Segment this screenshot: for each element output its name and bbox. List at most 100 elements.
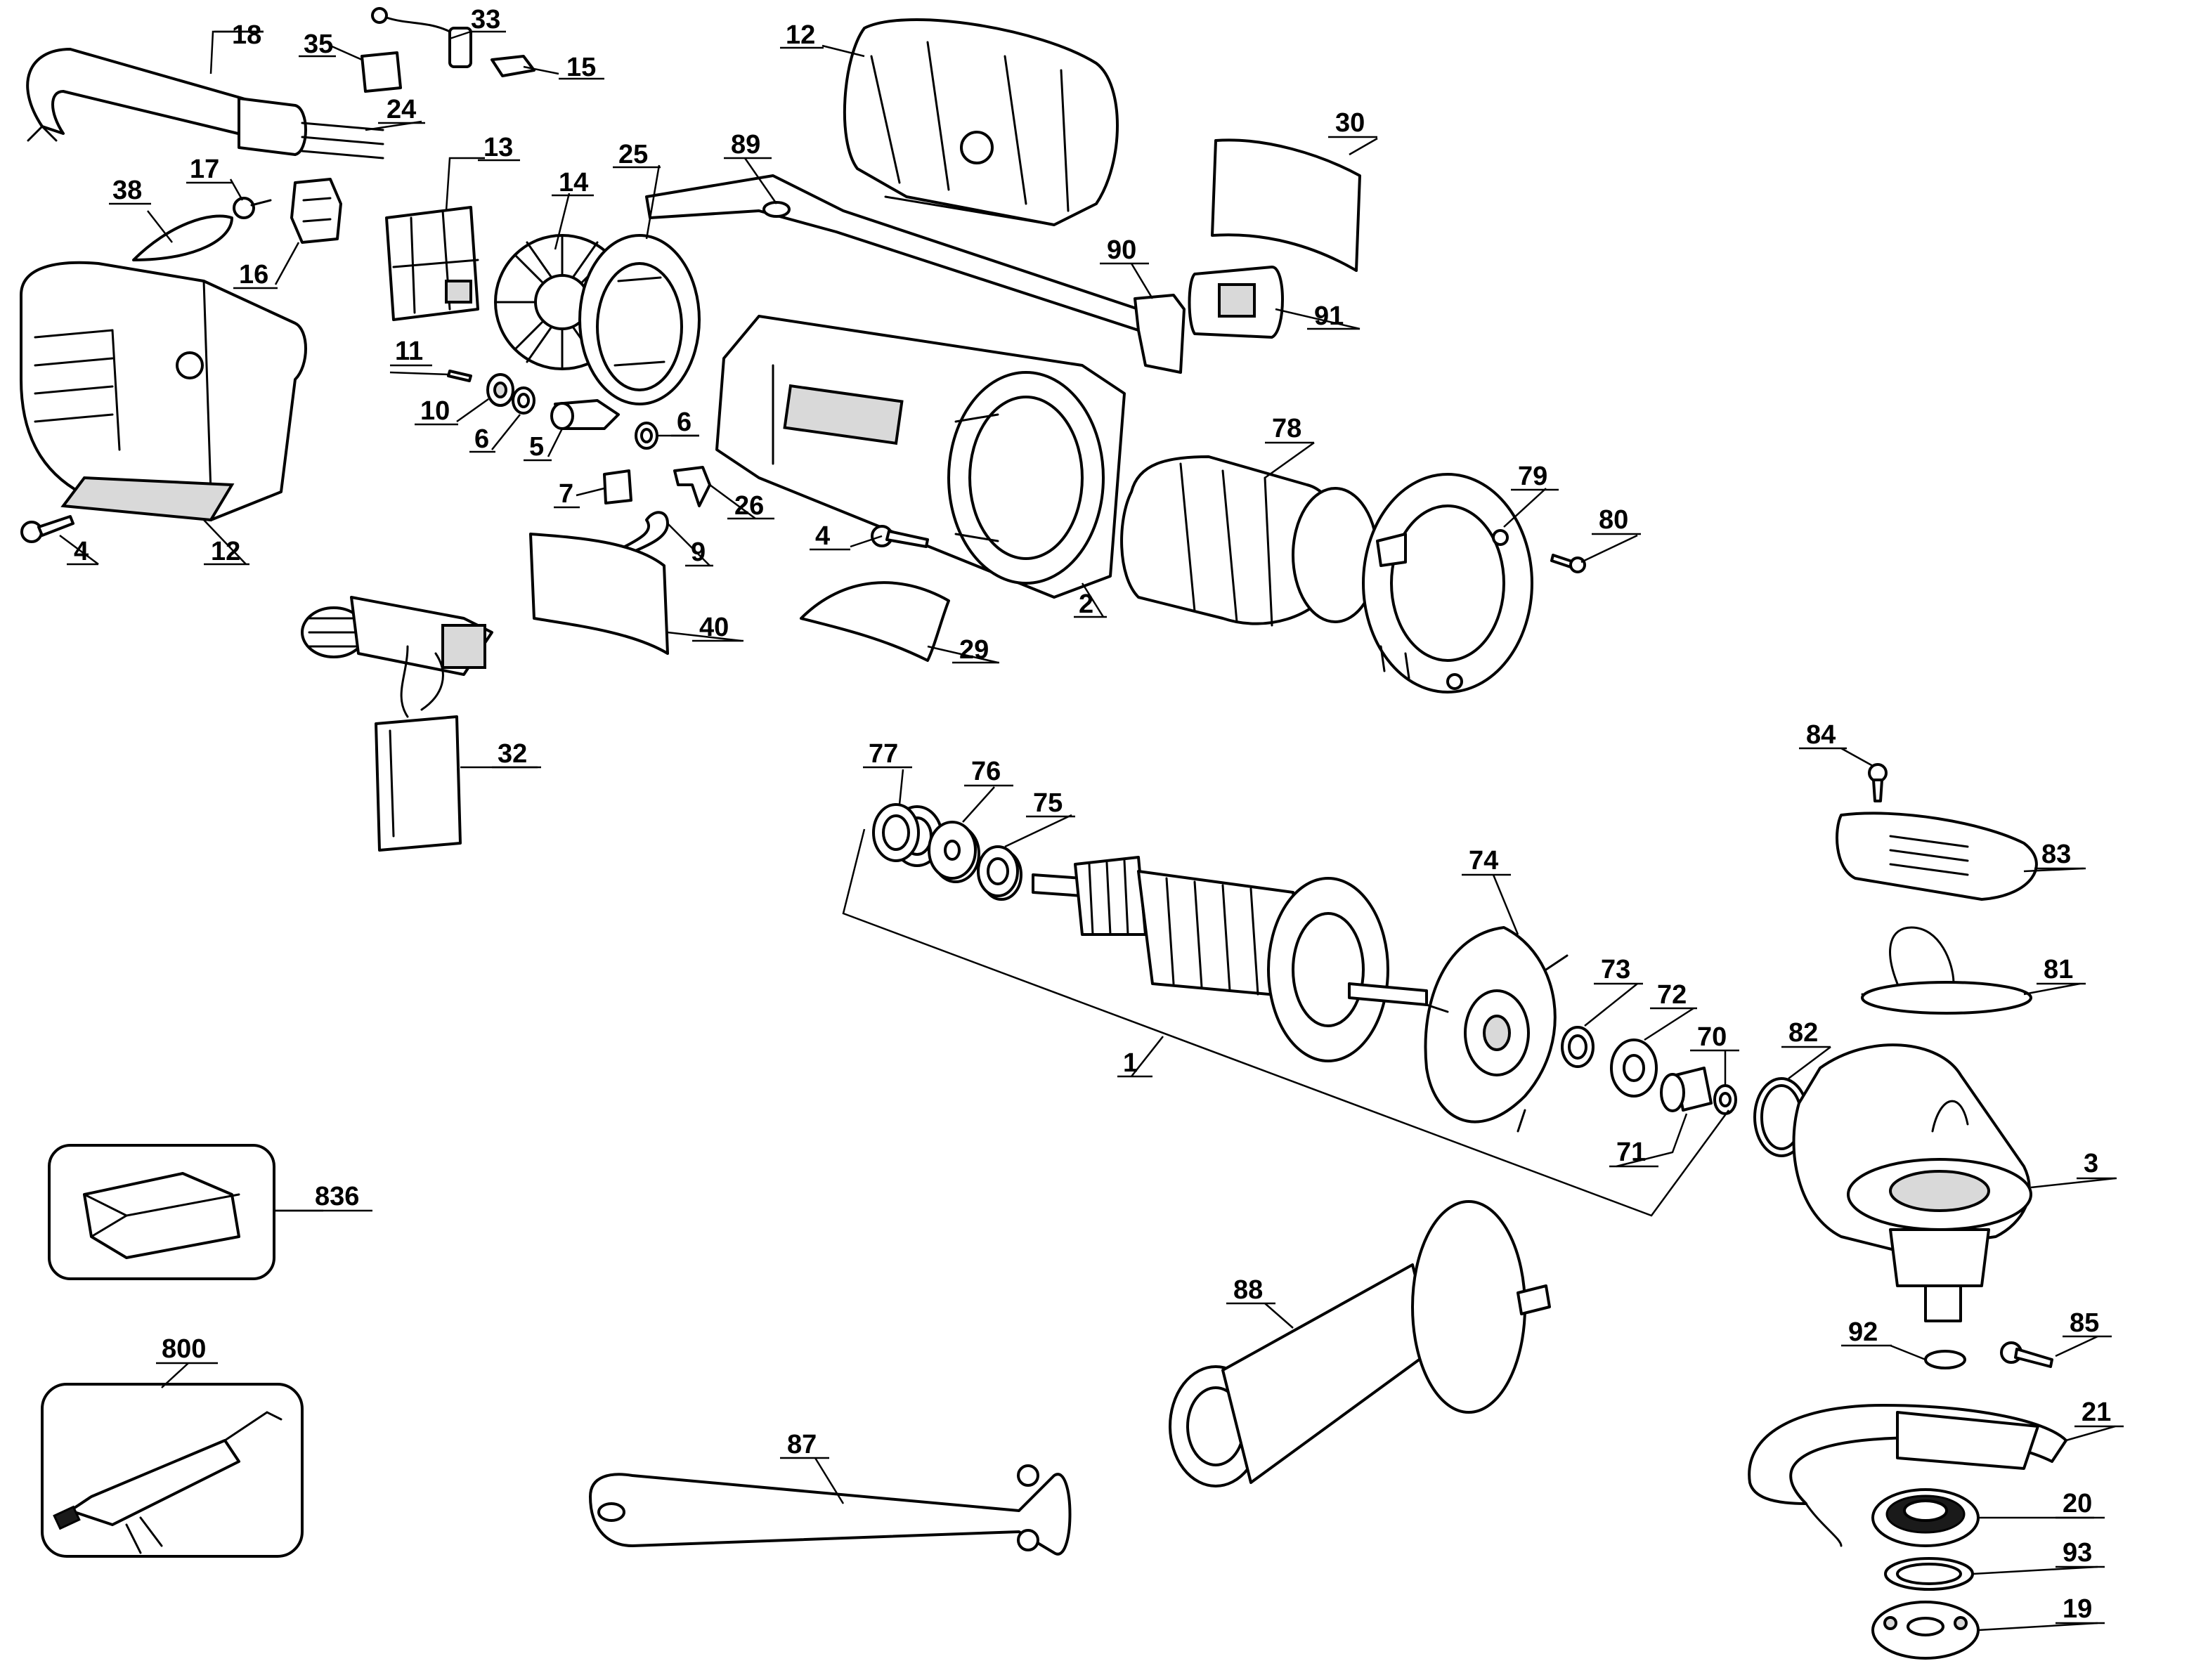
svg-text:30: 30 — [1335, 108, 1365, 138]
part-15-clamp — [491, 55, 535, 77]
svg-text:16: 16 — [239, 260, 268, 289]
label-29: 29 — [952, 635, 999, 665]
label-4b: 4 — [810, 521, 850, 551]
part-79-bearing-plate — [1362, 473, 1533, 694]
part-72-bearing — [1610, 1038, 1658, 1098]
svg-text:71: 71 — [1616, 1138, 1646, 1167]
part-1-armature — [891, 805, 1428, 1062]
label-800: 800 — [156, 1334, 218, 1365]
part-3-gear-case — [1792, 1043, 2032, 1322]
label-90: 90 — [1100, 235, 1149, 265]
part-73-washer — [1561, 1026, 1595, 1068]
svg-text:13: 13 — [483, 133, 513, 162]
label-87: 87 — [780, 1430, 829, 1459]
svg-text:91: 91 — [1314, 301, 1344, 331]
label-30: 30 — [1328, 108, 1377, 138]
svg-text:15: 15 — [566, 53, 596, 82]
label-92: 92 — [1841, 1317, 1892, 1347]
label-73: 73 — [1594, 955, 1643, 985]
part-18-power-cord — [26, 48, 384, 159]
part-7-block — [603, 469, 632, 504]
label-6a: 6 — [469, 424, 495, 454]
svg-text:82: 82 — [1788, 1018, 1818, 1048]
part-11-screw — [447, 370, 472, 382]
label-6b: 6 — [671, 408, 699, 437]
part-74-baffle — [1424, 926, 1569, 1133]
part-40-label — [529, 533, 669, 655]
svg-text:77: 77 — [869, 739, 898, 769]
label-81: 81 — [2037, 955, 2086, 985]
part-17-screw — [233, 197, 272, 219]
svg-text:29: 29 — [959, 635, 989, 665]
svg-text:12: 12 — [786, 20, 815, 50]
svg-text:72: 72 — [1657, 980, 1687, 1010]
label-79: 79 — [1511, 462, 1559, 491]
svg-text:32: 32 — [498, 739, 527, 769]
label-17: 17 — [186, 155, 232, 184]
part-26-clip — [673, 466, 711, 507]
label-25: 25 — [613, 140, 661, 169]
part-2-motor-housing — [715, 315, 1126, 599]
label-4a: 4 — [67, 537, 98, 566]
part-75-washer — [977, 845, 1019, 897]
label-18: 18 — [214, 20, 264, 50]
svg-text:26: 26 — [734, 491, 764, 521]
label-19: 19 — [2056, 1594, 2105, 1624]
part-6-bearing-right — [635, 422, 658, 450]
label-5: 5 — [524, 432, 552, 462]
part-93-ring — [1884, 1557, 1974, 1591]
svg-text:6: 6 — [474, 424, 489, 454]
svg-text:40: 40 — [699, 613, 729, 642]
label-93: 93 — [2056, 1538, 2105, 1568]
svg-text:4: 4 — [815, 521, 830, 551]
svg-text:12: 12 — [211, 537, 240, 566]
part-71-bearing — [1660, 1067, 1713, 1112]
svg-text:79: 79 — [1518, 462, 1547, 491]
part-30-label — [1211, 138, 1361, 272]
svg-text:6: 6 — [677, 408, 691, 437]
svg-text:85: 85 — [2070, 1308, 2099, 1338]
svg-text:70: 70 — [1697, 1022, 1727, 1052]
part-91-plate — [1188, 266, 1284, 339]
svg-text:76: 76 — [971, 757, 1001, 786]
svg-text:35: 35 — [304, 30, 333, 59]
part-92-ring — [1924, 1350, 1966, 1369]
svg-text:73: 73 — [1601, 955, 1630, 984]
svg-text:38: 38 — [112, 176, 142, 205]
label-12b: 12 — [780, 20, 824, 50]
part-77-bearing — [872, 803, 920, 862]
label-82: 82 — [1781, 1018, 1831, 1048]
svg-text:25: 25 — [618, 140, 648, 169]
label-84: 84 — [1799, 720, 1847, 750]
inset-800-grease-gun — [41, 1383, 304, 1558]
label-14: 14 — [552, 168, 594, 197]
label-72: 72 — [1650, 980, 1697, 1010]
svg-text:33: 33 — [471, 5, 500, 34]
svg-text:17: 17 — [190, 155, 219, 184]
part-12-field-housing — [843, 18, 1119, 226]
svg-text:90: 90 — [1107, 235, 1136, 265]
svg-text:19: 19 — [2063, 1594, 2092, 1624]
part-20-flange — [1871, 1488, 1980, 1547]
label-12a: 12 — [204, 537, 249, 566]
part-88-side-handle — [1169, 1200, 1551, 1487]
part-4-screw-middle — [871, 525, 929, 548]
part-12-rear-housing — [20, 261, 307, 522]
part-labels: 18 35 33 15 24 38 17 16 13 14 25 11 10 6… — [67, 5, 2124, 1624]
part-87-spanner-wrench — [589, 1464, 1072, 1556]
part-78-field — [1120, 455, 1379, 627]
label-76: 76 — [964, 757, 1013, 787]
label-26: 26 — [727, 491, 774, 521]
label-78: 78 — [1265, 414, 1314, 444]
part-6-bearing-left — [512, 386, 535, 415]
svg-text:81: 81 — [2044, 955, 2073, 984]
part-81-spring — [1861, 926, 2032, 1015]
label-75: 75 — [1026, 788, 1075, 818]
svg-text:3: 3 — [2084, 1149, 2098, 1178]
label-1: 1 — [1117, 1048, 1152, 1078]
label-20: 20 — [2056, 1489, 2105, 1519]
part-25-baffle — [578, 234, 701, 405]
label-3: 3 — [2077, 1149, 2117, 1180]
svg-text:21: 21 — [2082, 1398, 2111, 1427]
leader-lines — [59, 30, 2116, 1632]
